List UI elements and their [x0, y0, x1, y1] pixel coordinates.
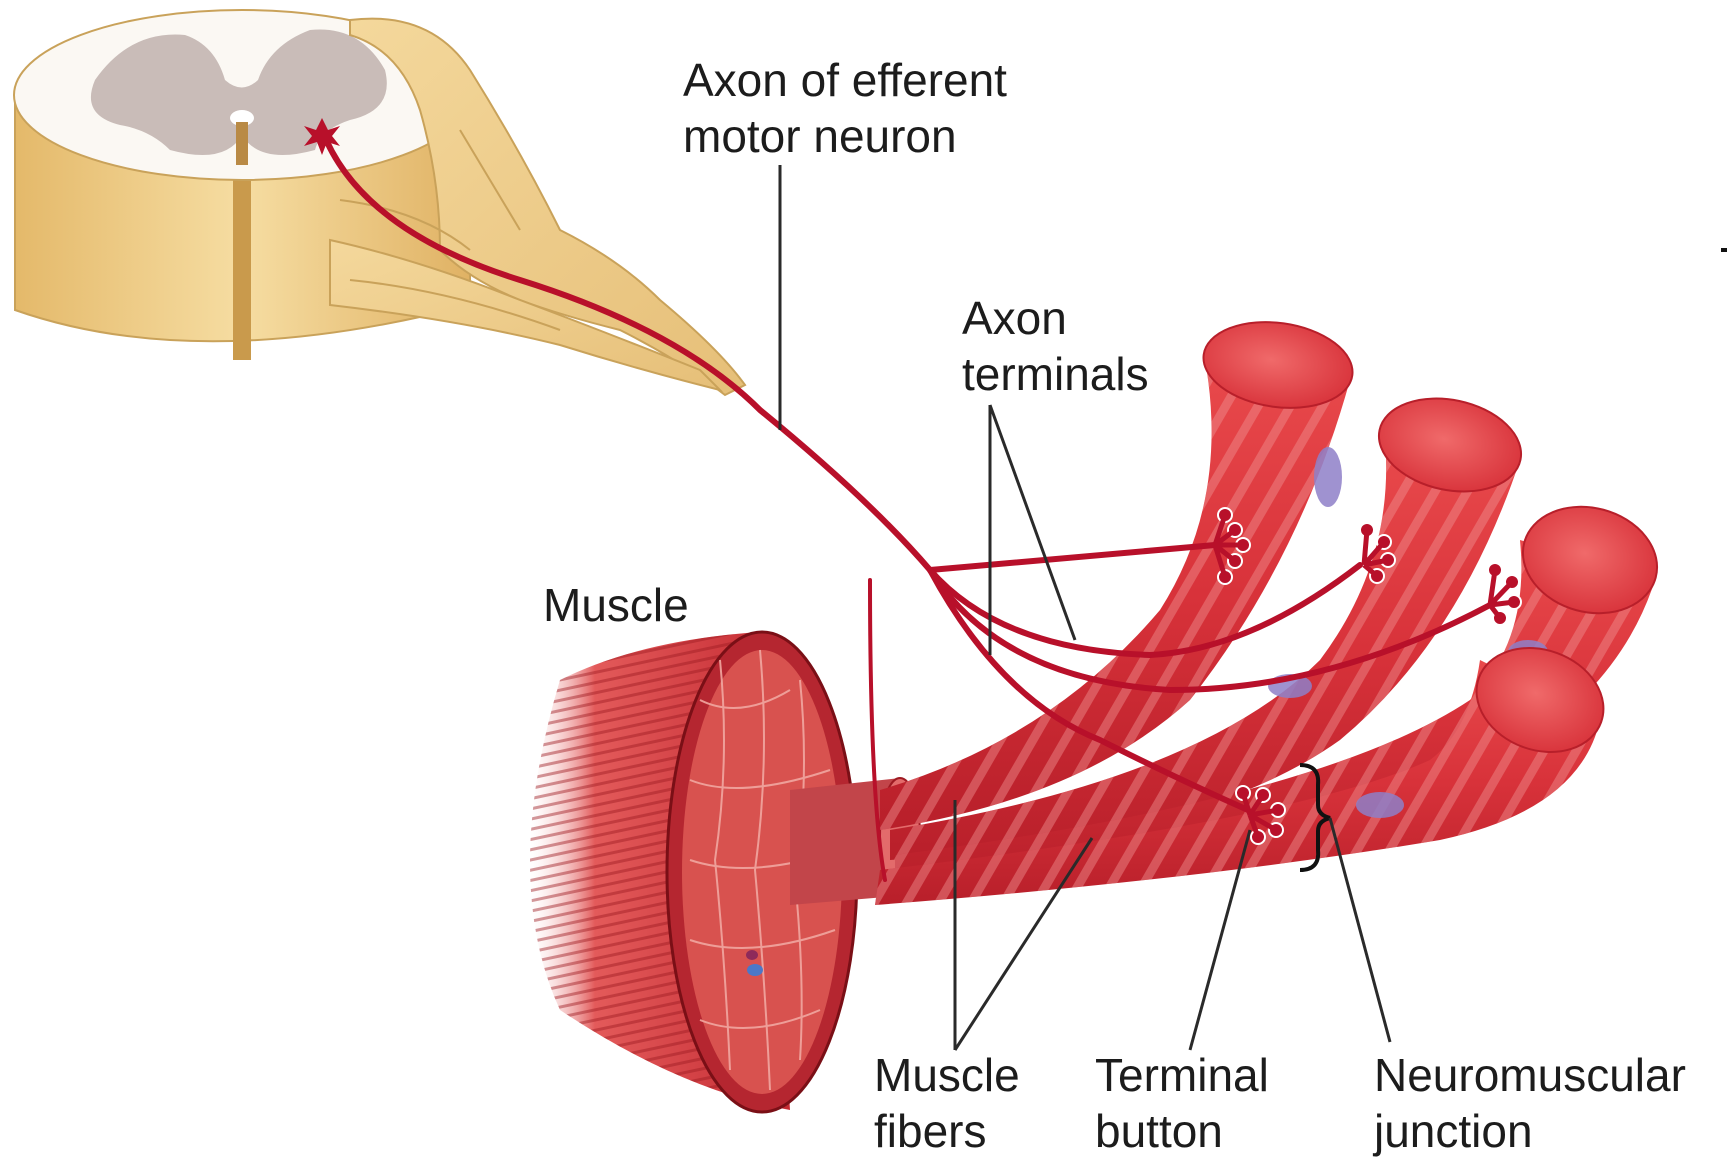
- edge-mark: [1721, 248, 1727, 252]
- label-axon-terminals: Axon terminals: [962, 290, 1149, 402]
- label-axon-efferent: Axon of efferent motor neuron: [683, 52, 1007, 164]
- label-muscle-fibers: Muscle fibers: [874, 1047, 1020, 1159]
- label-muscle: Muscle: [543, 577, 689, 633]
- terminal-button: [1488, 563, 1521, 625]
- label-terminal-button: Terminal button: [1095, 1047, 1269, 1159]
- label-neuromuscular-junction: Neuromuscular junction: [1374, 1047, 1686, 1159]
- nucleus-purple: [746, 950, 758, 960]
- nucleus-blue: [747, 964, 763, 976]
- whole-muscle: [530, 632, 920, 1112]
